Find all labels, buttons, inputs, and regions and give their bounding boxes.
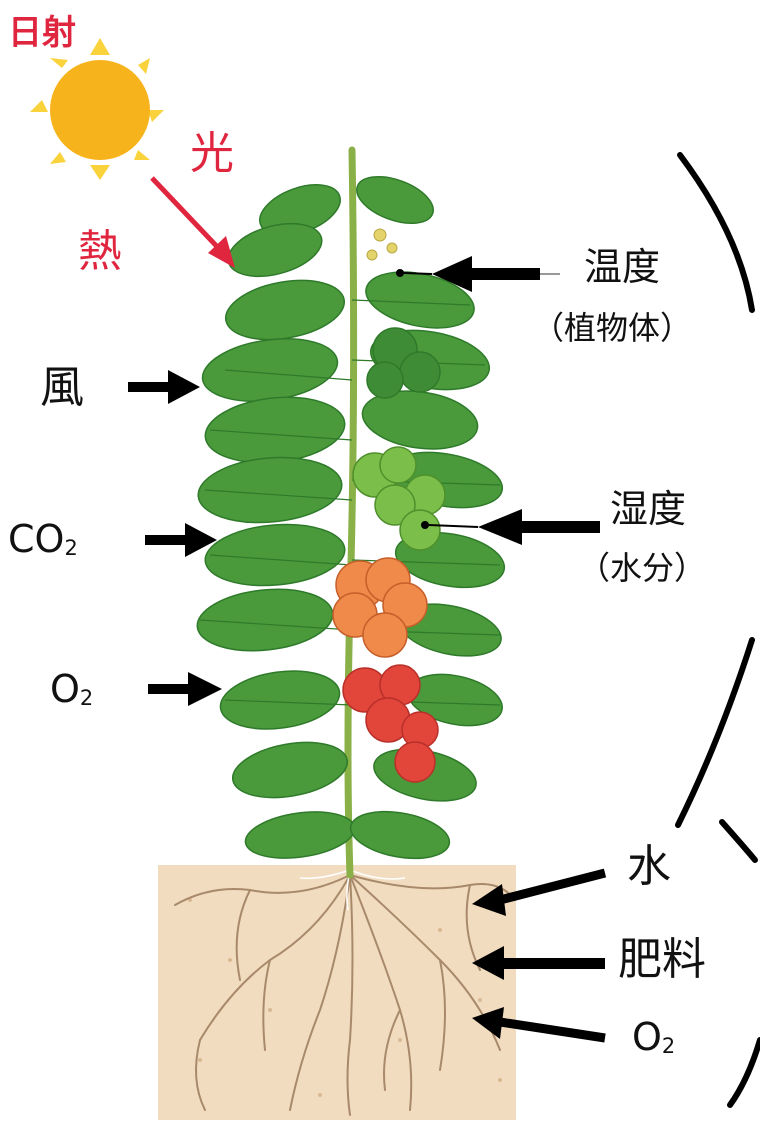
left-arrows	[128, 370, 222, 706]
flower-cluster	[367, 229, 397, 260]
sun-icon	[30, 38, 164, 180]
o2-above-subscript: 2	[80, 686, 93, 710]
o2-root-subscript: 2	[662, 1034, 675, 1058]
o2-above-label: O2	[50, 670, 93, 709]
humidity-note: （水分）	[578, 552, 706, 584]
o2-above-text: O	[50, 667, 80, 711]
plant-stem	[348, 150, 354, 875]
o2-root-label: O2	[632, 1018, 675, 1057]
co2-label: CO2	[8, 520, 78, 559]
temperature-label: 温度	[584, 248, 660, 286]
humidity-label: 湿度	[610, 490, 686, 528]
fertilizer-label: 肥料	[618, 938, 706, 982]
wind-label: 風	[40, 366, 84, 410]
heat-label: 熱	[78, 230, 122, 274]
root-arrows	[472, 873, 605, 1039]
water-label: 水	[627, 845, 671, 889]
temperature-note: （植物体）	[532, 312, 692, 344]
light-heat-arrow	[152, 178, 225, 255]
light-label: 光	[190, 132, 234, 176]
co2-subscript: 2	[64, 536, 77, 560]
o2-root-text: O	[632, 1015, 662, 1059]
soil-area	[158, 865, 516, 1120]
solar-radiation-label: 日射	[8, 16, 76, 50]
co2-text: CO	[8, 517, 64, 561]
